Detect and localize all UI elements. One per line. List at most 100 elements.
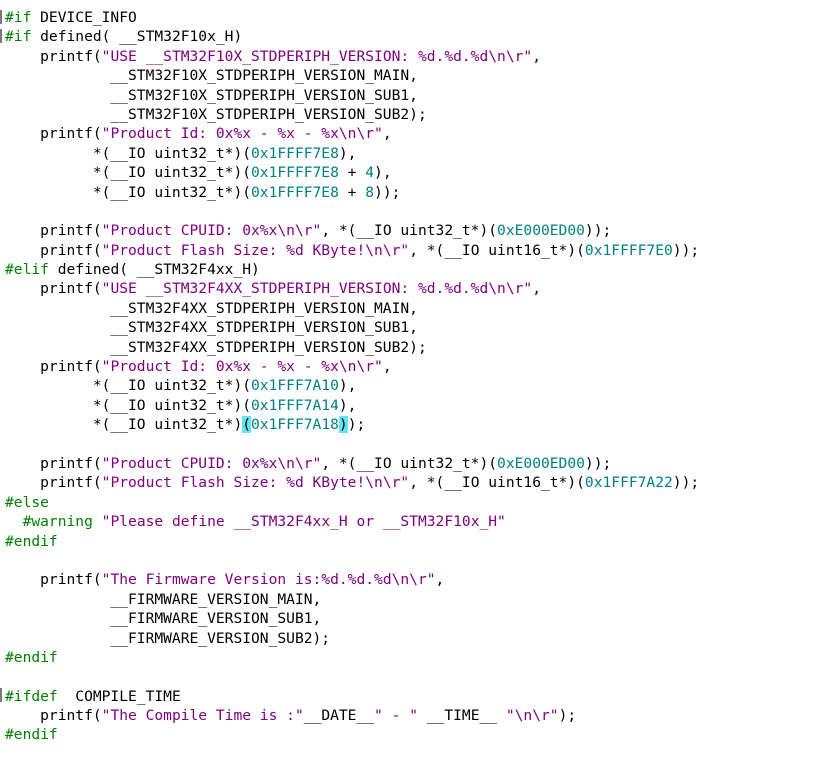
code-token: printf( bbox=[5, 125, 102, 143]
code-line[interactable]: printf("Product CPUID: 0x%x\n\r", *(__IO… bbox=[5, 221, 699, 240]
code-token: __STM32F4XX_STDPERIPH_VERSION_SUB2); bbox=[5, 338, 427, 356]
code-token: DEVICE_INFO bbox=[31, 9, 137, 26]
code-token: ), bbox=[338, 396, 357, 414]
code-token: *(__IO uint32_t*) bbox=[5, 416, 243, 434]
code-token: ), bbox=[338, 377, 357, 395]
code-token: , *(__IO uint16_t*)( bbox=[409, 474, 585, 492]
code-line[interactable] bbox=[5, 202, 699, 221]
code-line[interactable]: printf("Product Flash Size: %d KByte!\n\… bbox=[5, 241, 699, 260]
code-token: printf( bbox=[5, 280, 102, 298]
code-token: , *(__IO uint16_t*)( bbox=[409, 241, 585, 259]
number-literal: 0x1FFF7A14 bbox=[251, 396, 339, 414]
string-literal: "\n\r" bbox=[505, 707, 559, 725]
preprocessor-token: #if bbox=[5, 28, 32, 46]
code-line[interactable] bbox=[5, 435, 699, 454]
preprocessor-token: #warning bbox=[5, 513, 93, 531]
code-token: defined( __STM32F10x_H) bbox=[31, 28, 243, 46]
code-line[interactable]: #elif defined( __STM32F4xx_H) bbox=[5, 260, 699, 279]
code-line[interactable]: *(__IO uint32_t*)(0x1FFF7A14), bbox=[5, 396, 699, 415]
fold-marker-icon[interactable] bbox=[0, 29, 2, 43]
code-line[interactable]: printf("The Compile Time is :"__DATE__" … bbox=[5, 706, 699, 725]
code-token: , bbox=[532, 280, 541, 298]
code-line[interactable] bbox=[5, 551, 699, 570]
code-token: printf( bbox=[5, 571, 102, 589]
code-token: , bbox=[382, 125, 392, 143]
code-line[interactable]: printf("The Firmware Version is:%d.%d.%d… bbox=[5, 570, 699, 589]
code-token: printf( bbox=[5, 707, 102, 725]
code-token: )); bbox=[584, 454, 612, 472]
number-literal: 0xE000ED00 bbox=[497, 454, 585, 472]
preprocessor-token: #if bbox=[5, 9, 32, 26]
code-line[interactable]: __STM32F10X_STDPERIPH_VERSION_SUB2); bbox=[5, 105, 699, 124]
code-token: COMPILE_TIME bbox=[57, 687, 181, 705]
code-line[interactable]: *(__IO uint32_t*)(0x1FFFF7E8 + 4), bbox=[5, 163, 699, 182]
string-literal: " - " bbox=[374, 707, 418, 725]
code-token: ), bbox=[338, 144, 357, 162]
code-line[interactable]: printf("Product Id: 0x%x - %x - %x\n\r", bbox=[5, 124, 699, 143]
code-line[interactable]: *(__IO uint32_t*)(0x1FFFF7E8 + 8)); bbox=[5, 183, 699, 202]
code-line[interactable]: __STM32F10X_STDPERIPH_VERSION_MAIN, bbox=[5, 66, 699, 85]
code-token: *(__IO uint32_t*)( bbox=[5, 377, 252, 395]
code-line[interactable]: printf("Product CPUID: 0x%x\n\r", *(__IO… bbox=[5, 454, 699, 473]
number-literal: 0x1FFFF7E8 bbox=[251, 183, 339, 201]
code-line[interactable]: __FIRMWARE_VERSION_SUB2); bbox=[5, 629, 699, 648]
code-line[interactable]: printf("USE __STM32F4XX_STDPERIPH_VERSIO… bbox=[5, 279, 699, 298]
string-literal: "USE __STM32F4XX_STDPERIPH_VERSION: %d.%… bbox=[101, 280, 533, 298]
code-token: *(__IO uint32_t*)( bbox=[5, 396, 252, 414]
code-line[interactable]: #endif bbox=[5, 648, 699, 667]
code-text-area[interactable]: #if DEVICE_INFO#if defined( __STM32F10x_… bbox=[5, 8, 699, 745]
code-token: , bbox=[382, 358, 392, 376]
code-line[interactable]: printf("USE __STM32F10X_STDPERIPH_VERSIO… bbox=[5, 47, 699, 66]
fold-marker-icon[interactable] bbox=[0, 688, 2, 702]
code-line[interactable]: __STM32F4XX_STDPERIPH_VERSION_SUB2); bbox=[5, 338, 699, 357]
code-token: printf( bbox=[5, 454, 102, 472]
code-line[interactable] bbox=[5, 667, 699, 686]
preprocessor-token: #endif bbox=[5, 648, 58, 666]
code-line[interactable]: #if DEVICE_INFO bbox=[5, 8, 699, 27]
code-line[interactable]: #if defined( __STM32F10x_H) bbox=[5, 27, 699, 46]
number-literal: 0xE000ED00 bbox=[497, 222, 585, 240]
code-token: printf( bbox=[5, 241, 102, 259]
string-literal: "The Compile Time is :" bbox=[101, 707, 304, 725]
code-token: __STM32F10X_STDPERIPH_VERSION_SUB2); bbox=[5, 105, 427, 123]
code-line[interactable]: printf("Product Flash Size: %d KByte!\n\… bbox=[5, 473, 699, 492]
code-line[interactable]: #else bbox=[5, 493, 699, 512]
code-token: *(__IO uint32_t*)( bbox=[5, 183, 252, 201]
number-literal: 0x1FFF7A22 bbox=[584, 474, 673, 492]
preprocessor-token: #endif bbox=[5, 726, 58, 744]
preprocessor-token: #else bbox=[5, 493, 49, 511]
string-literal: "Please define __STM32F4xx_H or __STM32F… bbox=[101, 513, 506, 531]
code-token: + bbox=[338, 164, 366, 182]
code-token: __FIRMWARE_VERSION_SUB2); bbox=[5, 629, 331, 647]
code-line[interactable]: #endif bbox=[5, 532, 699, 551]
code-line[interactable]: __FIRMWARE_VERSION_MAIN, bbox=[5, 590, 699, 609]
code-token bbox=[93, 513, 102, 530]
code-token: ); bbox=[558, 707, 577, 725]
code-token: __STM32F10X_STDPERIPH_VERSION_MAIN, bbox=[5, 67, 418, 85]
code-line[interactable]: __STM32F10X_STDPERIPH_VERSION_SUB1, bbox=[5, 86, 699, 105]
number-literal: 0x1FFF7A18 bbox=[251, 416, 339, 434]
code-token: , bbox=[532, 47, 541, 65]
string-literal: "Product Id: 0x%x - %x - %x\n\r" bbox=[101, 358, 383, 376]
code-line[interactable]: *(__IO uint32_t*)(0x1FFF7A10), bbox=[5, 376, 699, 395]
code-line[interactable]: __STM32F4XX_STDPERIPH_VERSION_MAIN, bbox=[5, 299, 699, 318]
code-line[interactable]: #ifdef COMPILE_TIME bbox=[5, 687, 699, 706]
code-line[interactable]: __STM32F4XX_STDPERIPH_VERSION_SUB1, bbox=[5, 318, 699, 337]
code-line[interactable]: #endif bbox=[5, 725, 699, 744]
code-line[interactable]: __FIRMWARE_VERSION_SUB1, bbox=[5, 609, 699, 628]
code-line[interactable]: *(__IO uint32_t*)(0x1FFFF7E8), bbox=[5, 144, 699, 163]
code-line[interactable]: *(__IO uint32_t*)(0x1FFF7A18)); bbox=[5, 415, 699, 434]
code-token: __FIRMWARE_VERSION_MAIN, bbox=[5, 590, 322, 608]
code-token: )); bbox=[672, 474, 700, 492]
code-line[interactable]: #warning "Please define __STM32F4xx_H or… bbox=[5, 512, 699, 531]
preprocessor-token: #endif bbox=[5, 532, 58, 550]
code-line[interactable]: printf("Product Id: 0x%x - %x - %x\n\r", bbox=[5, 357, 699, 376]
code-token: printf( bbox=[5, 358, 102, 376]
number-literal: 0x1FFFF7E0 bbox=[584, 241, 673, 259]
code-token: __STM32F10X_STDPERIPH_VERSION_SUB1, bbox=[5, 86, 418, 104]
number-literal: 4 bbox=[365, 164, 375, 182]
fold-marker-icon[interactable] bbox=[0, 10, 2, 24]
code-token: __STM32F4XX_STDPERIPH_VERSION_SUB1, bbox=[5, 319, 418, 337]
string-literal: "Product Id: 0x%x - %x - %x\n\r" bbox=[101, 125, 383, 143]
